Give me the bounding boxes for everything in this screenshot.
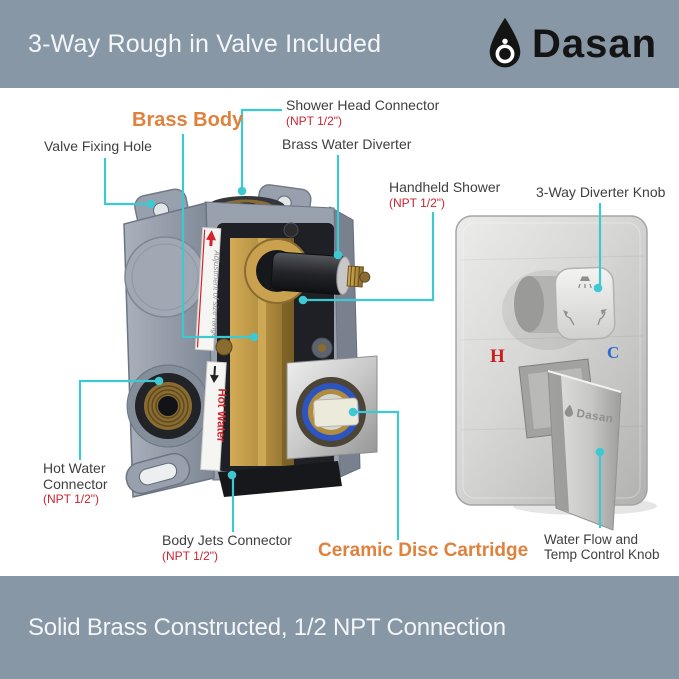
mounting-ear-bottom-left xyxy=(125,452,191,495)
label-brass-water-diverter: Brass Water Diverter xyxy=(282,136,412,152)
shower-head-icon xyxy=(578,276,592,289)
trim-plate-group: H C Dasan xyxy=(455,215,657,531)
gray-post-center xyxy=(318,344,326,352)
label-brass-body: Brass Body xyxy=(132,109,244,131)
etched-drop-icon xyxy=(564,404,574,417)
label-water-flow-knob: Water Flow and Temp Control Knob xyxy=(544,532,660,562)
tub-spout-icon xyxy=(597,309,607,326)
adjustment-label-strip: Adjustment of size range xyxy=(194,227,221,351)
lever-top-highlight xyxy=(547,370,622,393)
leader-dot xyxy=(154,376,164,386)
knob-icons xyxy=(563,276,607,326)
leader-dot xyxy=(595,447,605,457)
leader-dot xyxy=(249,332,259,342)
label-valve-fixing-hole: Valve Fixing Hole xyxy=(44,138,152,154)
label-npt: (NPT 1/2") xyxy=(389,195,446,210)
brass-bushing xyxy=(215,338,233,356)
hot-letter: H xyxy=(490,346,505,367)
ceramic-cartridge-block xyxy=(286,355,378,460)
label-title: Connector xyxy=(43,475,108,492)
brand-logo: Dasan xyxy=(487,15,657,73)
lever-edge xyxy=(548,371,569,512)
leader-handheld xyxy=(307,212,435,302)
cold-letter: C xyxy=(607,343,619,362)
label-title: Body Jets Connector xyxy=(162,532,292,548)
label-npt: (NPT 1/2") xyxy=(286,113,343,128)
leader-dot xyxy=(237,186,247,196)
top-banner: 3-Way Rough in Valve Included Dasan xyxy=(0,0,679,88)
plate-highlight xyxy=(462,222,641,499)
valve-base xyxy=(218,461,342,497)
label-npt: (NPT 1/2") xyxy=(162,548,219,563)
screw xyxy=(283,222,299,238)
leader-dot xyxy=(333,250,343,260)
leader-dot xyxy=(298,295,308,305)
label-shower-head-connector: Shower Head Connector (NPT 1/2") xyxy=(286,97,440,128)
knob-cylinder-end xyxy=(514,276,544,332)
housing-boss xyxy=(124,236,206,318)
label-title: Shower Head Connector xyxy=(286,97,440,113)
label-title: Handheld Shower xyxy=(389,179,501,195)
brass-water-diverter xyxy=(244,238,371,304)
etched-brand-text: Dasan xyxy=(576,408,614,426)
leader-lines xyxy=(78,108,602,540)
down-arrow-icon xyxy=(209,366,219,384)
water-drop-logo-icon xyxy=(489,17,521,68)
hot-water-label-strip: Hot Water xyxy=(200,361,228,472)
label-diverter-knob: 3-Way Diverter Knob xyxy=(536,184,666,200)
handle-brand-etch: Dasan xyxy=(564,404,614,426)
leader-shower-head xyxy=(240,108,282,189)
leader-dot xyxy=(227,470,237,480)
brand-name: Dasan xyxy=(531,22,657,66)
leader-ceramic xyxy=(357,410,400,540)
diverter-stem xyxy=(270,251,371,296)
control-handle: Dasan xyxy=(518,358,622,531)
bottom-banner-title: Solid Brass Constructed, 1/2 NPT Connect… xyxy=(28,613,506,641)
hot-water-strip-text: Hot Water xyxy=(214,388,227,443)
label-npt: (NPT 1/2") xyxy=(43,492,100,506)
leader-dot xyxy=(348,407,358,417)
leader-brass-body xyxy=(181,134,251,339)
handheld-shower-icon xyxy=(563,310,575,326)
leader-hot-water xyxy=(78,379,157,460)
bottom-banner: Solid Brass Constructed, 1/2 NPT Connect… xyxy=(0,576,679,679)
label-title: Hot Water xyxy=(43,460,106,476)
label-hot-water-connector: Hot Water Connector (NPT 1/2") xyxy=(43,460,108,506)
leader-dots xyxy=(146,186,605,480)
housing-boss-inner xyxy=(131,243,199,311)
label-title: Water Flow and xyxy=(544,532,639,547)
label-title: Temp Control Knob xyxy=(544,547,660,562)
label-body-jets-connector: Body Jets Connector (NPT 1/2") xyxy=(162,532,292,563)
valve-illustration: H C Dasan xyxy=(78,108,657,540)
up-arrow-icon xyxy=(206,230,217,247)
leader-dot xyxy=(593,283,603,293)
diagram-area: H C Dasan xyxy=(0,88,679,576)
leader-dot xyxy=(146,199,156,209)
rough-in-valve-group: Adjustment of size range Hot Water xyxy=(123,184,378,498)
label-handheld-shower: Handheld Shower (NPT 1/2") xyxy=(389,179,501,210)
hot-water-port xyxy=(126,364,210,448)
label-ceramic-cartridge: Ceramic Disc Cartridge xyxy=(318,540,529,561)
adjustment-strip-text: Adjustment of size range xyxy=(210,249,221,339)
top-banner-title: 3-Way Rough in Valve Included xyxy=(28,29,382,58)
leader-valve-fixing xyxy=(103,158,147,206)
